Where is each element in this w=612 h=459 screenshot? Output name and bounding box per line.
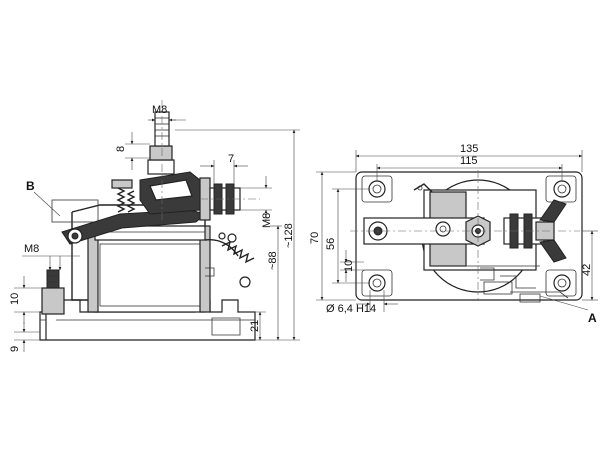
- side-view: M8 8 7 M8 ~128 ~88 21 M8: [9, 100, 300, 352]
- coil-body: [94, 237, 206, 313]
- mounting-hole: [368, 180, 386, 198]
- callout-a: A: [588, 311, 597, 325]
- mounting-terminal: [41, 287, 65, 315]
- dim-56: 56: [325, 238, 337, 250]
- dim-m8-right: M8: [261, 213, 273, 228]
- dim-10-left: 10: [9, 293, 21, 305]
- dim-128: ~128: [283, 223, 295, 248]
- dim-8: 8: [115, 146, 127, 152]
- mounting-hole: [553, 180, 571, 198]
- dim-9: 9: [9, 346, 21, 352]
- return-spring: [116, 184, 126, 213]
- dim-70: 70: [309, 232, 321, 244]
- dim-21: 21: [249, 320, 261, 332]
- dim-7: 7: [228, 153, 234, 165]
- dim-m8-top: M8: [152, 104, 167, 116]
- dim-hole-diameter: Ø 6,4 H14: [326, 303, 376, 315]
- mounting-hole: [553, 274, 571, 292]
- callout-b: B: [26, 179, 35, 193]
- wing-nut: [539, 199, 567, 223]
- dim-135: 135: [460, 143, 478, 155]
- dim-88: ~88: [267, 251, 279, 270]
- mounting-hole: [368, 274, 386, 292]
- dim-m8-left: M8: [24, 243, 39, 255]
- dim-10-right: 10: [343, 260, 355, 272]
- dim-115: 115: [460, 155, 478, 167]
- dim-42: 42: [581, 264, 593, 276]
- cable-spring: [221, 240, 255, 264]
- top-view: 135 115 70 56 10 42 Ø 6,4 H14 A: [309, 143, 598, 325]
